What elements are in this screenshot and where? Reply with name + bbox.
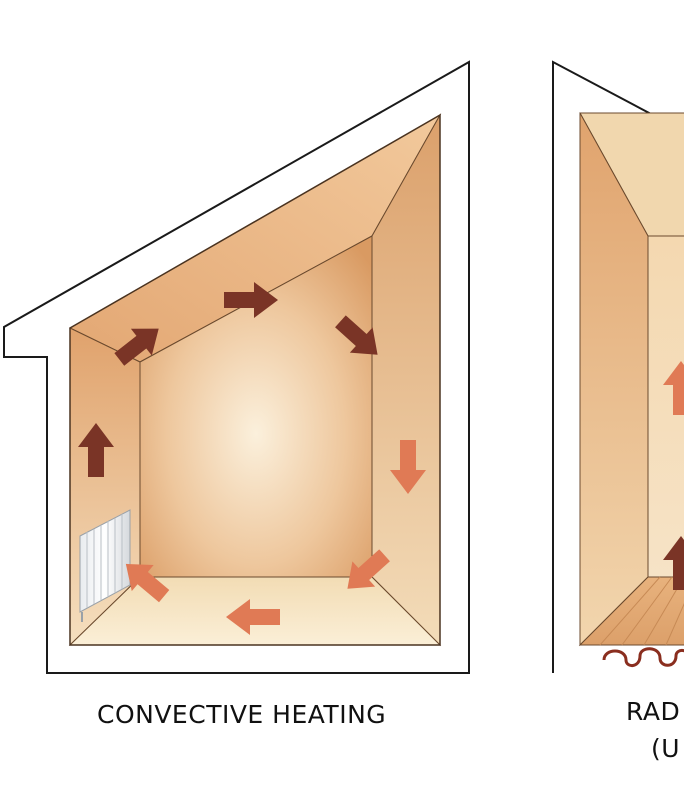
back-wall-surface-2 (647, 235, 684, 578)
arrow-down-right-wall (390, 440, 426, 494)
convective-room (3, 60, 470, 674)
arrow-up-left-wall (78, 423, 114, 477)
heating-coil-icon (602, 647, 684, 667)
radiant-room (552, 60, 684, 673)
radiant-caption-line-1: RAD (626, 697, 681, 726)
arrow-diag-lower-right (347, 549, 390, 589)
room-frame (69, 113, 441, 646)
radiant-caption-line-2: (U (651, 734, 681, 763)
arrow-left-floor (226, 599, 280, 635)
convective-caption: CONVECTIVE HEATING (97, 700, 387, 729)
arrow-up-wall-2 (663, 361, 684, 415)
radiator (79, 509, 131, 622)
arrow-diag-lower-left (125, 563, 170, 603)
arrow-right-ceiling (224, 282, 278, 318)
arrow-diag-upper-right (335, 315, 378, 355)
arrow-diag-upper-left (114, 328, 159, 366)
arrow-up-floor-2 (663, 536, 684, 590)
